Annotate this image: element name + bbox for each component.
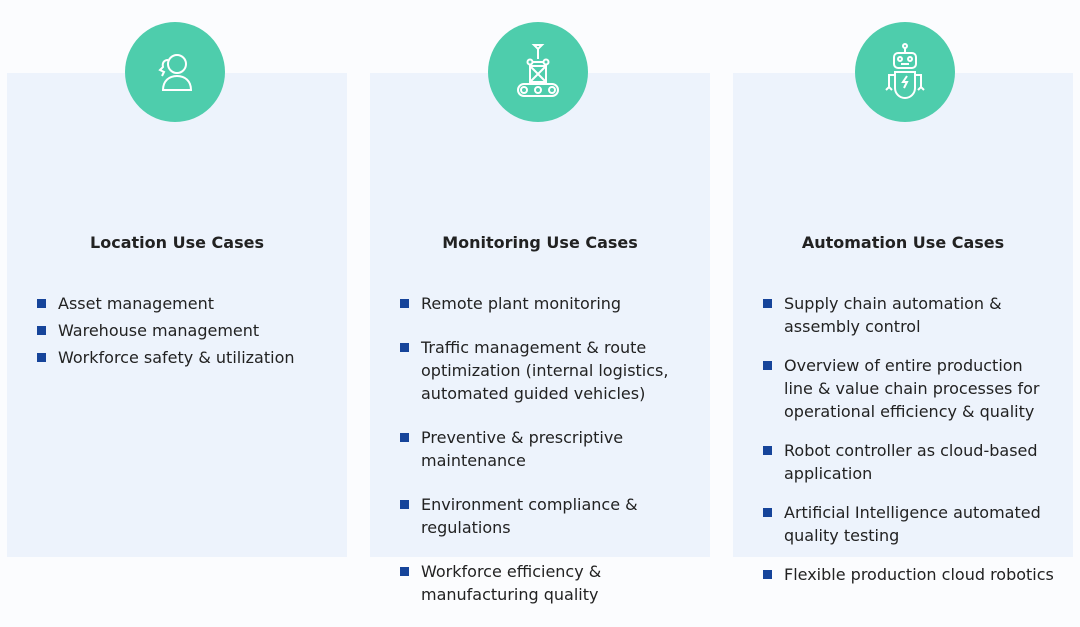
item-list: Asset management Warehouse management Wo… (7, 292, 315, 373)
automation-card: Automation Use Cases Supply chain automa… (733, 73, 1073, 584)
list-item: Traffic management & route optimization … (400, 336, 690, 405)
card-title: Automation Use Cases (801, 233, 1005, 252)
item-list: Remote plant monitoring Traffic manageme… (370, 292, 710, 627)
location-card: Location Use Cases Asset management Ware… (7, 73, 347, 557)
list-item: Remote plant monitoring (400, 292, 690, 315)
list-item: Supply chain automation & assembly contr… (763, 292, 1055, 338)
list-item: Warehouse management (37, 319, 295, 342)
list-item: Workforce efficiency & manufacturing qua… (400, 560, 690, 606)
list-item: Flexible production cloud robotics (763, 563, 1055, 586)
item-list: Supply chain automation & assembly contr… (733, 292, 1073, 607)
card-title: Monitoring Use Cases (442, 233, 638, 252)
list-item: Artificial Intelligence automated qualit… (763, 501, 1055, 547)
list-item: Robot controller as cloud-based applicat… (763, 439, 1055, 485)
monitoring-card: Monitoring Use Cases Remote plant monito… (370, 73, 710, 604)
conveyor-robot-icon (488, 22, 588, 122)
list-item: Preventive & prescriptive maintenance (400, 426, 690, 472)
list-item: Workforce safety & utilization (37, 346, 295, 369)
worker-icon (125, 22, 225, 122)
robot-icon (855, 22, 955, 122)
list-item: Overview of entire production line & val… (763, 354, 1055, 423)
list-item: Environment compliance & regulations (400, 493, 690, 539)
list-item: Asset management (37, 292, 295, 315)
card-title: Location Use Cases (90, 233, 264, 252)
